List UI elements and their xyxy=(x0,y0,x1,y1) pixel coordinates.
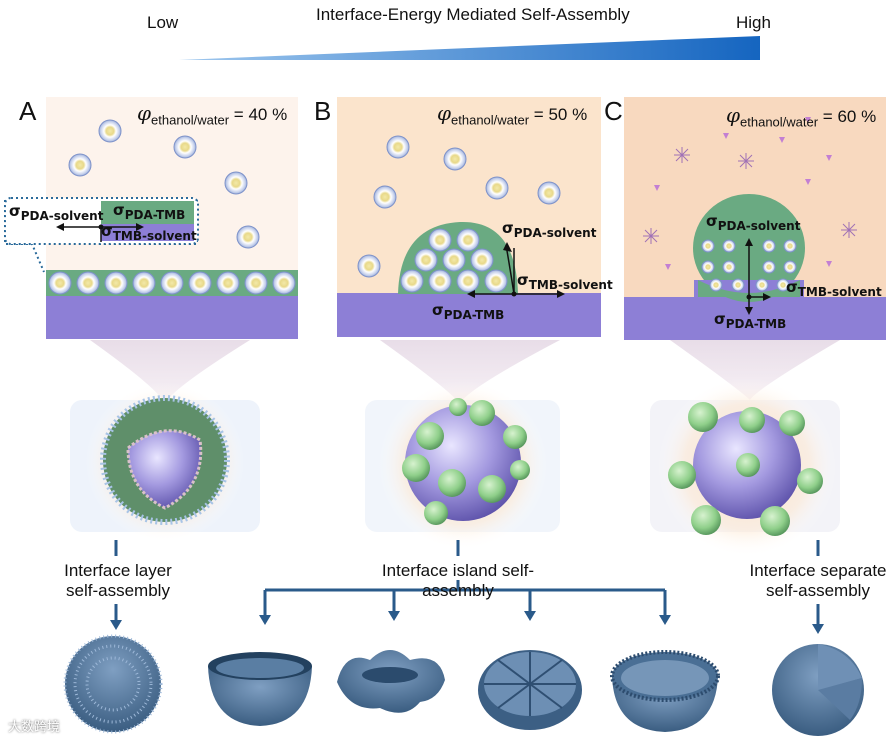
phi-label-c: φethanol/water = 60 % xyxy=(726,103,876,129)
micelle-layer-row-a xyxy=(48,271,296,295)
phi-value: = 50 % xyxy=(529,105,588,124)
sigma-tmb-solvent-b: σTMB-solvent xyxy=(517,271,613,292)
sigma-pda-tmb-b: σPDA-TMB xyxy=(432,301,505,322)
sigma-tmb-solvent-c: σTMB-solvent xyxy=(786,278,882,299)
watermark-text: 大数跨境 xyxy=(8,719,61,734)
final-shape-beaded-dish xyxy=(610,650,720,732)
phi-label-b: φethanol/water = 50 % xyxy=(437,101,587,127)
phi-symbol: φ xyxy=(137,101,152,125)
energy-gradient-wedge xyxy=(179,36,760,60)
panel-letter-b: B xyxy=(314,96,332,126)
final-shape-wavy xyxy=(337,650,445,713)
diagram-title: Interface-Energy Mediated Self-Assembly xyxy=(316,5,630,24)
caption-b-line1: Interface island self-assembly xyxy=(381,561,535,600)
caption-c-line2: self-assembly xyxy=(766,581,870,600)
separate-bumps-c xyxy=(668,402,823,536)
final-shape-ribbed xyxy=(478,650,582,730)
final-shape-cut-sphere xyxy=(772,644,864,736)
sigma-pda-tmb-a: σPDA-TMB xyxy=(113,201,186,222)
final-shape-sphere-a xyxy=(63,634,163,734)
phi-subscript: ethanol/water xyxy=(451,112,530,128)
caption-c: Interface separate self-assembly xyxy=(748,561,888,601)
spiky-molecules-c xyxy=(643,147,857,244)
phi-value: = 60 % xyxy=(818,107,877,126)
panel-letter-c: C xyxy=(604,96,623,126)
caption-a-line1: Interface layer xyxy=(64,561,172,580)
sigma-pda-tmb-c: σPDA-TMB xyxy=(714,310,787,331)
phi-subscript: ethanol/water xyxy=(151,112,230,128)
low-label: Low xyxy=(147,13,179,32)
island-bumps-b xyxy=(402,398,530,525)
v-molecules-c xyxy=(654,117,832,270)
sigma-pda-solvent-c: σPDA-solvent xyxy=(706,212,801,233)
micelle-group-b xyxy=(357,135,561,293)
phi-symbol: φ xyxy=(726,103,741,127)
caption-c-line1: Interface separate xyxy=(749,561,887,580)
micelle-group-c xyxy=(701,239,797,292)
phi-value: = 40 % xyxy=(229,105,288,124)
phi-label-a: φethanol/water = 40 % xyxy=(137,101,287,127)
caption-a: Interface layer self-assembly xyxy=(48,561,188,601)
micelle-group-a xyxy=(68,119,260,249)
caption-a-line2: self-assembly xyxy=(66,581,170,600)
watermark-logo: 大数跨境 xyxy=(8,716,60,735)
final-shape-bowl xyxy=(208,652,312,726)
flow-arrows xyxy=(110,540,824,634)
panel-letter-a: A xyxy=(19,96,37,126)
caption-b: Interface island self-assembly xyxy=(348,561,568,601)
phi-subscript: ethanol/water xyxy=(740,114,819,130)
sigma-tmb-solvent-a: σTMB-solvent xyxy=(101,222,197,243)
high-label: High xyxy=(736,13,771,32)
sigma-pda-solvent-a: σPDA-solvent xyxy=(9,202,104,223)
phi-symbol: φ xyxy=(437,101,452,125)
sigma-pda-solvent-b: σPDA-solvent xyxy=(502,219,597,240)
